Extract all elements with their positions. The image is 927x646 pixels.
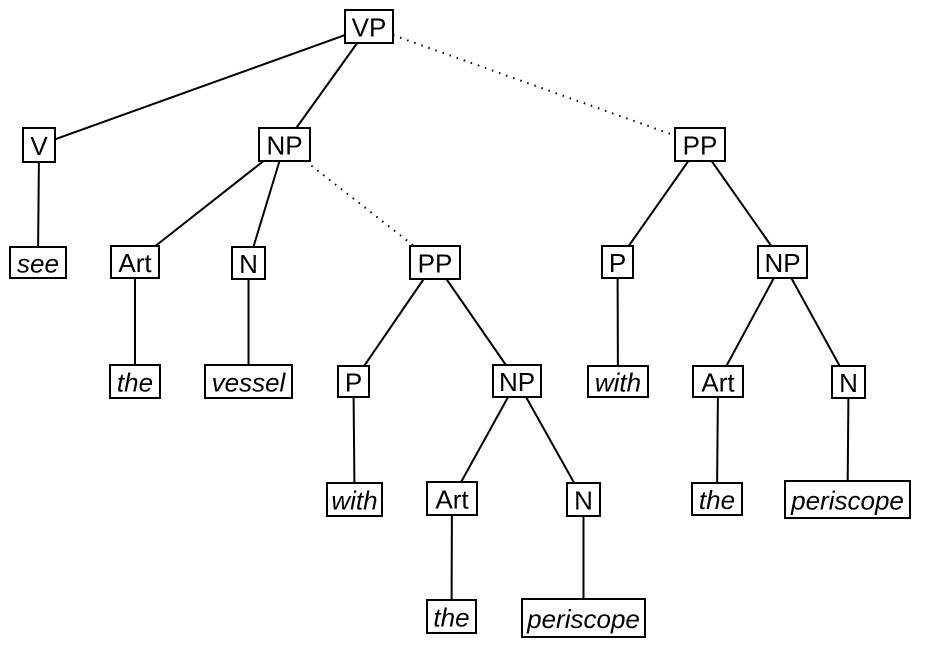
- node-box: [344, 9, 394, 44]
- tree-edge-np1-n1: [252, 160, 281, 248]
- tree-edge-pp2-np3: [710, 160, 773, 247]
- node-box: [566, 482, 601, 517]
- tree-node-p1: P: [337, 365, 370, 398]
- node-label-with2: with: [595, 368, 641, 398]
- node-box: [692, 365, 744, 398]
- node-box: [674, 127, 726, 162]
- node-label-the1: the: [117, 368, 153, 398]
- node-box: [204, 364, 293, 399]
- tree-node-periscope2: periscope: [784, 480, 911, 519]
- node-box: [22, 127, 56, 163]
- tree-edge-np2-n2: [525, 396, 576, 484]
- node-label-np1: NP: [266, 131, 302, 161]
- node-label-pp1: PP: [418, 249, 453, 279]
- node-box: [426, 599, 477, 634]
- node-label-n3: N: [839, 368, 858, 398]
- tree-node-n2: N: [566, 482, 601, 517]
- tree-node-the1: the: [109, 364, 161, 399]
- node-box: [231, 246, 266, 280]
- node-box: [110, 245, 160, 279]
- tree-node-v: V: [22, 127, 56, 163]
- tree-node-vessel: vessel: [204, 364, 293, 399]
- tree-node-art2: Art: [426, 481, 478, 516]
- node-label-art3: Art: [701, 368, 735, 398]
- tree-node-np3: NP: [757, 245, 808, 279]
- node-box: [258, 127, 311, 162]
- node-label-p2: P: [609, 248, 626, 278]
- node-label-v: V: [30, 131, 48, 161]
- node-box: [426, 481, 478, 516]
- node-box: [757, 245, 808, 279]
- node-label-with1: with: [331, 486, 377, 516]
- node-label-n2: N: [574, 486, 593, 516]
- node-label-n1: N: [239, 249, 258, 279]
- node-label-art2: Art: [435, 485, 469, 515]
- tree-node-p2: P: [601, 245, 634, 279]
- tree-edge-np3-n3: [790, 277, 841, 367]
- node-label-periscope2: periscope: [790, 486, 904, 516]
- node-label-art1: Art: [118, 248, 152, 278]
- node-box: [492, 364, 542, 398]
- tree-node-pp2: PP: [674, 127, 726, 162]
- node-label-vessel: vessel: [212, 368, 287, 398]
- tree-node-vp: VP: [344, 9, 394, 44]
- node-box: [691, 482, 743, 516]
- node-box: [337, 365, 370, 398]
- node-label-see: see: [17, 249, 59, 279]
- node-box: [326, 482, 383, 517]
- tree-node-n1: N: [231, 246, 266, 280]
- node-box: [784, 480, 911, 519]
- tree-edge-vp-pp2-dotted: [392, 34, 676, 137]
- tree-node-art1: Art: [110, 245, 160, 279]
- tree-edge-n3-periscope2: [846, 397, 850, 482]
- tree-node-art3: Art: [692, 365, 744, 398]
- node-box: [9, 246, 67, 279]
- node-label-p1: P: [345, 368, 362, 398]
- node-label-pp2: PP: [683, 131, 718, 161]
- tree-node-np1: NP: [258, 127, 311, 162]
- tree-edge-pp2-p2: [627, 160, 690, 247]
- tree-edge-p1-with1: [352, 396, 356, 484]
- tree-edge-pp1-np2: [445, 278, 507, 366]
- tree-node-the2: the: [426, 599, 477, 634]
- node-label-np3: NP: [764, 248, 800, 278]
- tree-edge-np3-art3: [725, 277, 775, 367]
- node-label-np2: NP: [499, 367, 535, 397]
- tree-edge-np2-art2: [460, 396, 509, 483]
- node-box: [409, 245, 461, 280]
- node-box: [109, 364, 161, 399]
- node-label-the2: the: [433, 603, 469, 633]
- tree-edge-art3-the3: [716, 396, 719, 484]
- tree-edge-v-see: [37, 161, 40, 248]
- tree-node-with2: with: [587, 365, 649, 398]
- node-box: [831, 365, 866, 399]
- node-label-the3: the: [699, 485, 735, 515]
- tree-node-n3: N: [831, 365, 866, 399]
- tree-edge-np1-art1: [154, 160, 265, 247]
- node-box: [587, 365, 649, 398]
- tree-node-the3: the: [691, 482, 743, 516]
- tree-node-see: see: [9, 246, 67, 279]
- tree-node-periscope1: periscope: [521, 598, 646, 638]
- tree-node-pp1: PP: [409, 245, 461, 280]
- node-box: [601, 245, 634, 279]
- tree-edge-vp-np1: [295, 42, 359, 129]
- tree-edge-pp1-p1: [363, 278, 425, 367]
- tree-node-np2: NP: [492, 364, 542, 398]
- node-box: [521, 598, 646, 638]
- tree-edge-vp-v: [54, 34, 346, 141]
- node-label-periscope1: periscope: [526, 604, 640, 634]
- tree-node-with1: with: [326, 482, 383, 517]
- tree-edge-np1-pp1-dotted: [304, 160, 415, 247]
- node-label-vp: VP: [352, 13, 387, 43]
